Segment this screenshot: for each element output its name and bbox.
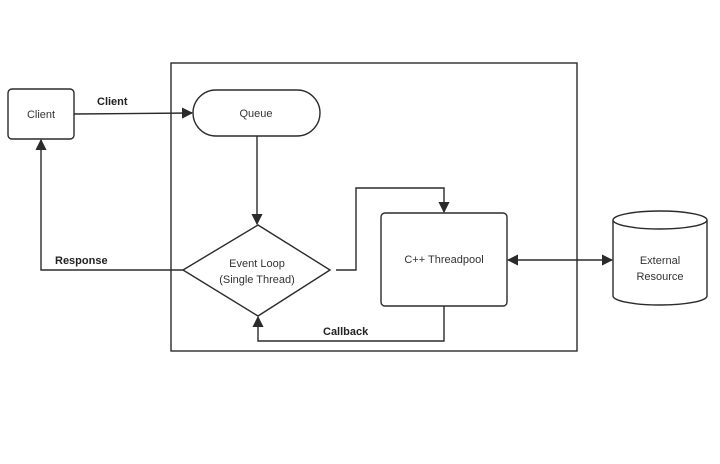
threadpool-to-event-loop-arrow — [252, 306, 445, 342]
threadpool-to-event-loop-label: Callback — [323, 326, 369, 338]
event-loop-to-client-arrow — [35, 138, 183, 271]
threadpool-node: C++ Threadpool — [380, 212, 508, 307]
client-node: Client — [7, 88, 75, 140]
client-to-queue-label: Client — [97, 96, 128, 108]
queue-node: Queue — [192, 89, 321, 137]
external-resource-label-line2: Resource — [636, 271, 683, 283]
threadpool-node-label: C++ Threadpool — [404, 254, 483, 266]
external-resource-node: External Resource — [612, 210, 708, 306]
external-resource-label-line1: External — [640, 255, 680, 267]
queue-node-label: Queue — [239, 108, 272, 120]
event-loop-label-line1: Event Loop — [229, 258, 285, 270]
event-loop-to-client-label: Response — [55, 255, 108, 267]
event-loop-label-line2: (Single Thread) — [219, 274, 295, 286]
client-to-queue-arrow — [73, 107, 194, 119]
client-node-label: Client — [27, 109, 55, 121]
event-loop-to-threadpool-arrow — [336, 187, 450, 271]
event-loop-node: Event Loop (Single Thread) — [181, 224, 332, 317]
